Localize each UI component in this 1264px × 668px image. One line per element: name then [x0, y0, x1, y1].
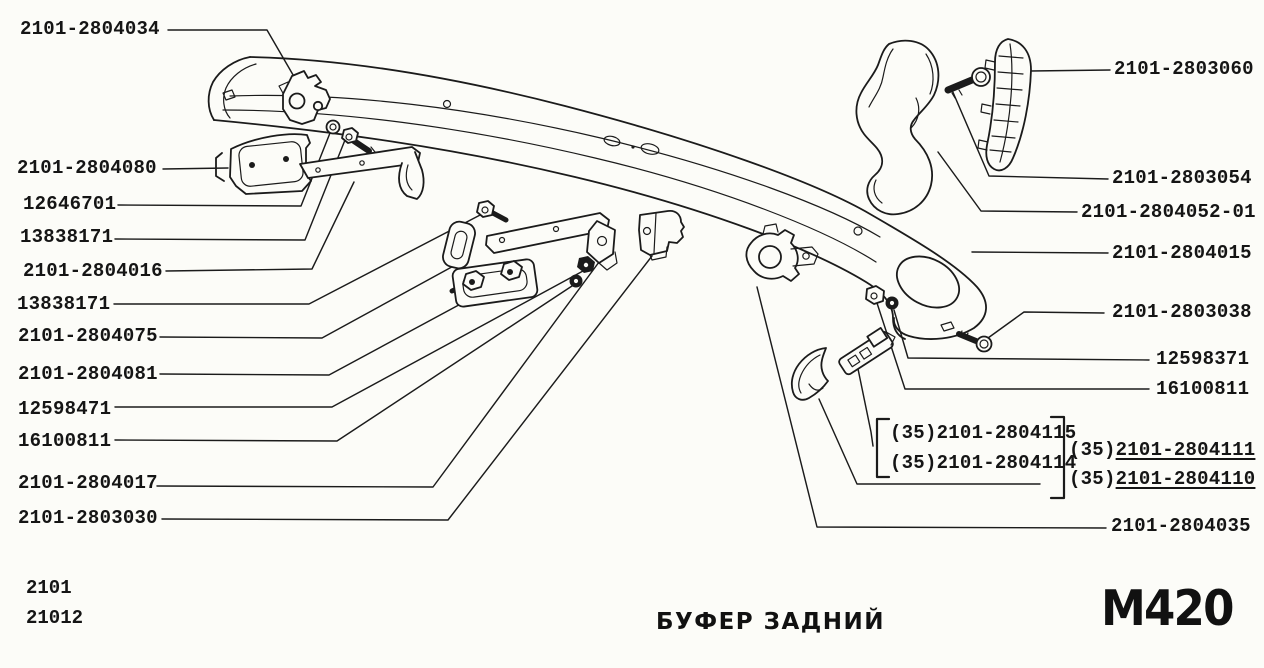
part-fang-2804110 [790, 347, 829, 401]
drawing-title: БУФЕР ЗАДНИЙ [656, 609, 886, 635]
part-label-13838171-a: 13838171 [20, 226, 114, 248]
sheet-code: М420 [1101, 580, 1234, 637]
part-label-2804035: 2101-2804035 [1111, 515, 1251, 537]
part-label-2803054: 2101-2803054 [1112, 167, 1252, 189]
part-label-2803060: 2101-2803060 [1114, 58, 1254, 80]
part-label-2804110: (35)2101-2804110 [1069, 469, 1255, 489]
part-label-2804114: (35)2101-2804114 [890, 452, 1077, 474]
part-label-2804016: 2101-2804016 [23, 260, 163, 282]
part-arm-bracket-2804017 [485, 212, 618, 271]
variant-prefix: (35) [1069, 439, 1116, 461]
part-fang-rubber-2804052 [855, 39, 940, 216]
model-code-2101: 2101 [26, 577, 72, 599]
part-corner-box-2803030 [638, 209, 685, 261]
part-nut-16100811-right [865, 285, 885, 305]
part-label-2804052-01: 2101-2804052-01 [1081, 201, 1256, 223]
part-label-2804017: 2101-2804017 [18, 472, 158, 494]
part-label-2804075: 2101-2804075 [18, 325, 158, 347]
part-label-12598371: 12598371 [1156, 348, 1250, 370]
variant-number: 2101-2804111 [1115, 439, 1256, 461]
part-bumper-bar [207, 56, 987, 340]
part-label-2803038: 2101-2803038 [1112, 301, 1252, 323]
part-bolt-2803054 [944, 67, 991, 99]
part-label-2804111: (35)2101-2804111 [1069, 440, 1255, 460]
part-pad-2804075 [442, 220, 476, 270]
part-label-2804081: 2101-2804081 [18, 363, 158, 385]
part-bolt-13838171-left [341, 127, 376, 154]
part-label-2804115: (35)2101-2804115 [890, 422, 1077, 444]
model-code-21012: 21012 [26, 607, 84, 629]
part-label-12646701: 12646701 [23, 193, 117, 215]
leader-lines [113, 29, 1150, 529]
part-bolt-13838171-mid [476, 200, 509, 223]
part-label-2804034: 2101-2804034 [20, 18, 160, 40]
part-label-2803030: 2101-2803030 [18, 507, 158, 529]
part-label-2804080: 2101-2804080 [17, 157, 157, 179]
part-washer-16100811 [569, 274, 583, 288]
part-label-16100811-right: 16100811 [1156, 378, 1250, 400]
part-buffer-pad-2804080 [215, 133, 312, 195]
part-grille-2803060 [977, 38, 1032, 172]
part-washer-12598371 [885, 296, 899, 310]
part-nut-12646701 [325, 119, 341, 135]
part-fang-bracket-2804115 [838, 327, 896, 376]
part-nut-12598471 [577, 256, 595, 273]
part-clamp-2804035 [745, 223, 819, 282]
part-label-13838171-b: 13838171 [17, 293, 111, 315]
variant-number: 2101-2804110 [1115, 468, 1256, 490]
part-arm-2804016 [299, 146, 425, 200]
part-label-2804015: 2101-2804015 [1112, 242, 1252, 264]
variant-brackets [875, 415, 1066, 500]
part-bolt-2803038 [956, 330, 993, 353]
part-label-12598471: 12598471 [18, 398, 112, 420]
part-rubber-block-2804081 [449, 258, 539, 308]
part-bracket-2804034 [278, 70, 331, 125]
variant-prefix: (35) [1069, 468, 1116, 490]
part-label-16100811-left: 16100811 [18, 430, 112, 452]
